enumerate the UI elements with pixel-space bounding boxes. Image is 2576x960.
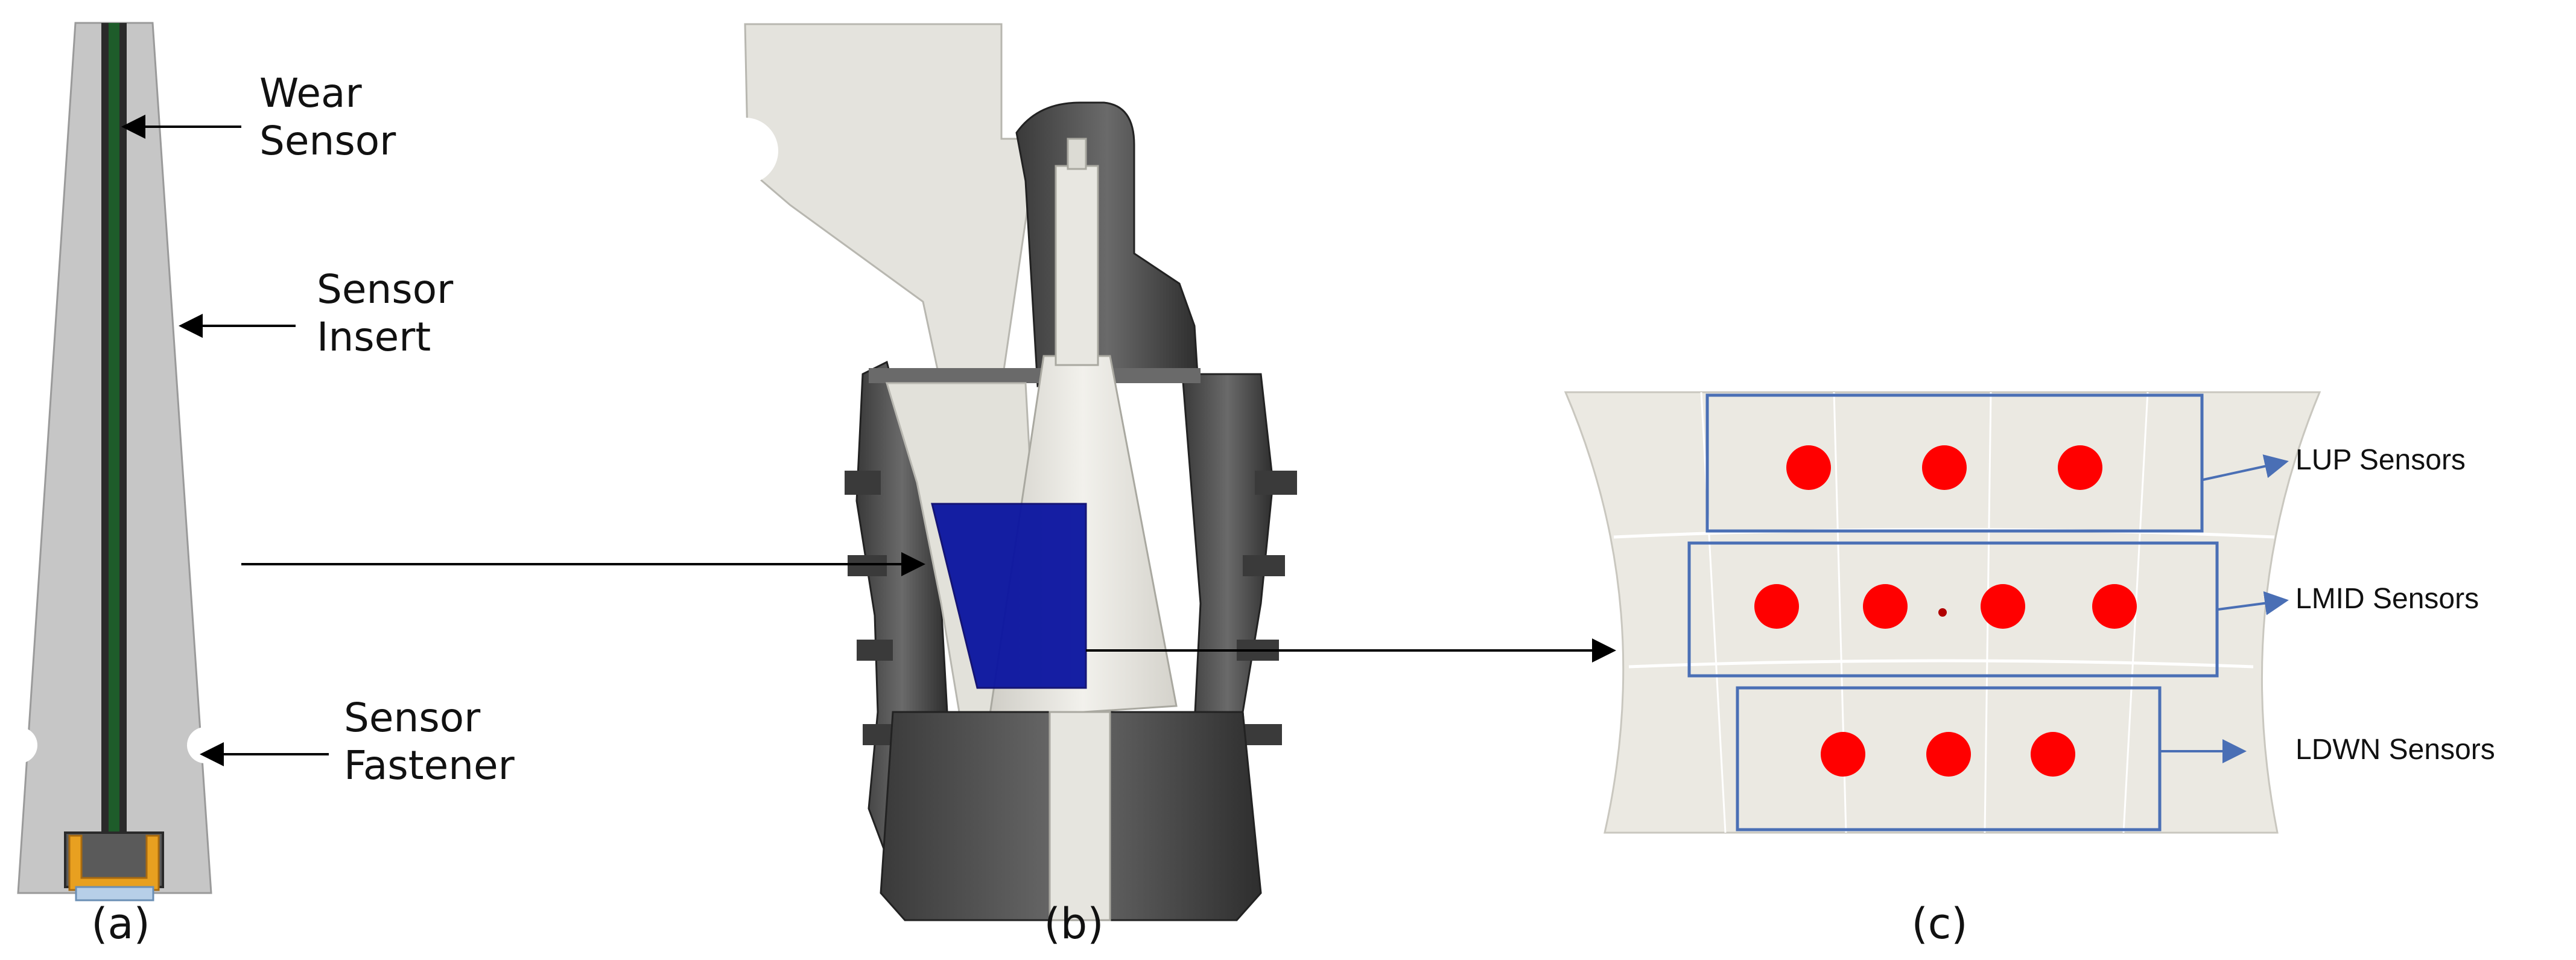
sensor-ldwn-2	[1926, 732, 1971, 777]
caption-a: (a)	[91, 899, 150, 949]
lup-box	[1705, 393, 2204, 533]
lower-shaft	[1048, 711, 1111, 921]
flange-left-3	[857, 640, 893, 661]
wear-sensor-core	[109, 23, 119, 868]
main-shaft-cap	[1067, 138, 1087, 170]
lup-sensors-label: LUP Sensors	[2295, 444, 2466, 476]
fastener-notch-left	[1, 727, 37, 763]
flange-right-2	[1243, 555, 1285, 576]
flange-right-4	[1240, 724, 1282, 745]
flange-left-1	[845, 471, 881, 495]
seam-lower	[1628, 659, 2254, 669]
flange-right-1	[1255, 471, 1297, 495]
panel-b	[241, 23, 1616, 921]
seam-v1	[1700, 392, 1727, 833]
fastener-notch-right	[187, 727, 223, 763]
sensor-lup-3	[2058, 445, 2102, 490]
wear-sensor-label: Wear Sensor	[259, 69, 396, 165]
sensor-insert-label-line1: Sensor	[317, 266, 454, 313]
sensor-lup-2	[1922, 445, 1967, 490]
sensor-insert-label: Sensor Insert	[317, 265, 453, 361]
lmid-box	[1687, 541, 2219, 678]
sensor-region-highlight	[931, 503, 1087, 689]
sensor-ldwn-1	[1821, 732, 1865, 777]
lup-arrow	[2203, 454, 2289, 481]
sensor-insert-label-line2: Insert	[317, 314, 431, 361]
sensor-fastener-label-line1: Sensor	[344, 695, 481, 741]
sensor-lmid-4	[2092, 584, 2137, 629]
caption-c: (c)	[1911, 899, 1968, 949]
flange-left-2	[848, 555, 887, 576]
panel-a	[1, 22, 329, 901]
lmid-arrow	[2218, 591, 2289, 615]
sensor-fastener-label-line2: Fastener	[344, 742, 515, 789]
wear-sensor-label-line2: Sensor	[259, 118, 396, 165]
sensor-lmid-2	[1863, 584, 1908, 629]
hopper-hole	[712, 118, 778, 184]
sensor-lup-1	[1786, 445, 1831, 490]
panel-c	[1564, 391, 2321, 834]
main-shaft-top	[1055, 165, 1099, 366]
ldwn-sensors-label: LDWN Sensors	[2295, 734, 2495, 766]
feed-hopper	[744, 23, 1039, 387]
lmid-sensors-label: LMID Sensors	[2295, 583, 2479, 615]
caption-b: (b)	[1044, 899, 1104, 949]
sensor-lmid-3	[1981, 584, 2025, 629]
sensor-fastener-label: Sensor Fastener	[344, 694, 515, 789]
wear-sensor-label-line1: Wear	[259, 70, 362, 116]
sensor-ldwn-3	[2031, 732, 2075, 777]
fastener-cap	[75, 886, 154, 901]
sensor-lmid-center	[1938, 608, 1947, 617]
top-housing	[1015, 101, 1199, 387]
top-ring	[869, 368, 1201, 383]
ldwn-box	[1736, 686, 2162, 831]
sensor-lmid-1	[1754, 584, 1799, 629]
